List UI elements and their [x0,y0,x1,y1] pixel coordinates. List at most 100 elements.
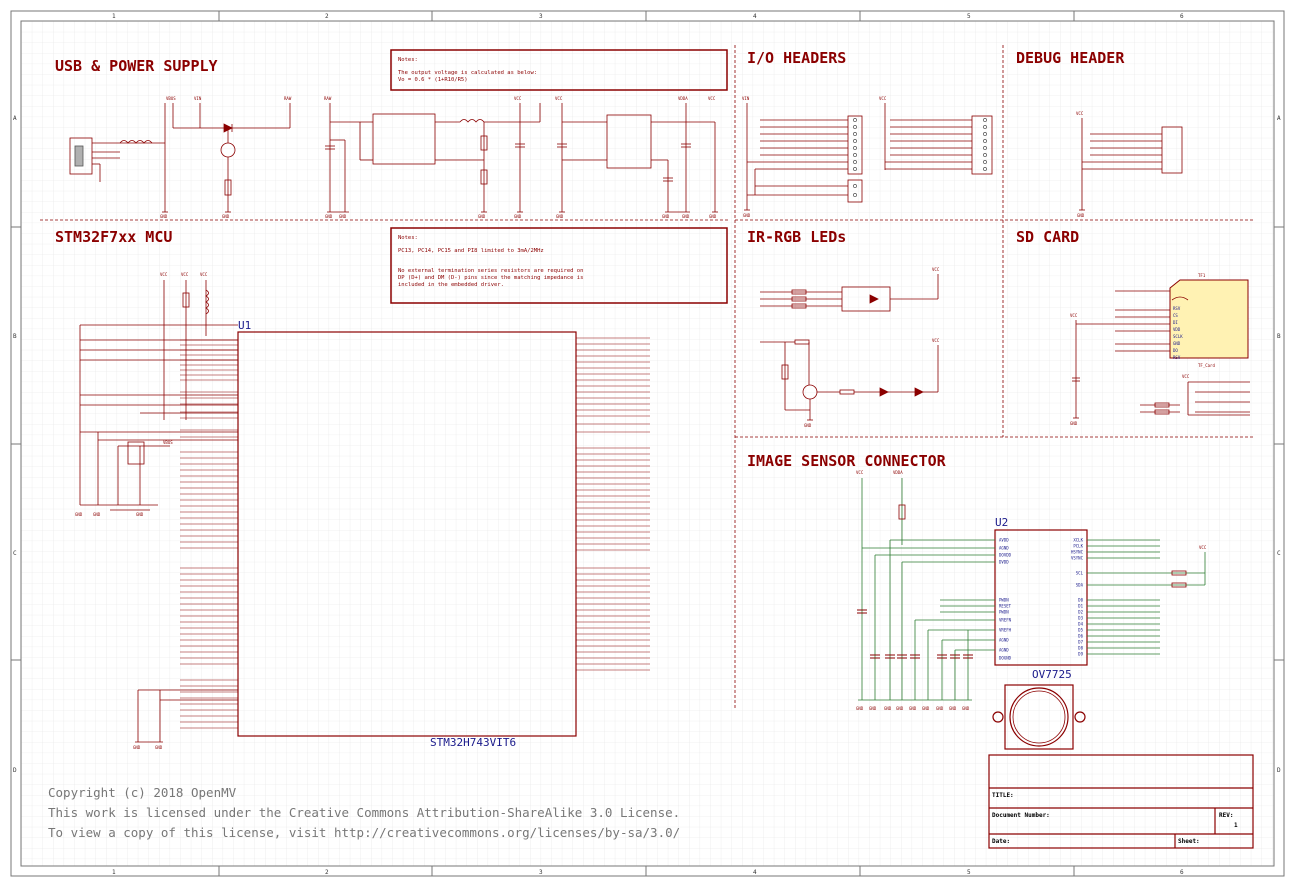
debug-header-circuit [1079,118,1183,211]
gnd-label: GND [1077,213,1085,218]
column-label: 6 [1180,869,1184,876]
notes-line: No external termination series resistors… [398,268,583,274]
rev-value: 1 [1234,822,1238,829]
mcu-u1: U1 STM32H743VIT6 [237,319,577,749]
gnd-label: GND [662,214,670,219]
mcu-left-circuit [79,280,238,743]
column-label: 3 [539,13,543,20]
copyright-line: Copyright (c) 2018 OpenMV [48,785,237,800]
u2-right-pin-label: PCLK [1073,544,1083,549]
sensor-caps [857,609,973,659]
gnd-label: GND [896,706,904,711]
vbus-rail-label: VBUS [166,96,176,101]
tf1-ref: TF1 [1198,273,1206,278]
gnd-label: GND [856,706,864,711]
sd-pin-label: RSV [1173,306,1181,311]
row-label: A [1277,115,1281,122]
u2-right-pin-label: D9 [1078,652,1083,657]
gnd-label: GND [922,706,930,711]
u2-left-pin-label: DVDD [999,560,1009,565]
image-sensor-u2: U2 OV7725 [994,516,1088,681]
notes-line: PC13, PC14, PC15 and PI8 limited to 3mA/… [398,248,544,254]
gnd-label: GND [709,214,717,219]
notes-line: Notes: [398,57,418,63]
row-label: B [1277,333,1281,340]
u2-right-pin-label: D5 [1078,628,1083,633]
u2-right-pin-label: D1 [1078,604,1083,609]
u2-right-nets [1087,539,1160,655]
u2-left-pin-label: DOGND [999,656,1012,661]
vdda-rail-label: VDDA [678,96,688,101]
u2-right-pin-label: SCL [1076,571,1084,576]
u1-part-name: STM32H743VIT6 [430,736,516,749]
vcc-rail-label: VCC [932,338,940,343]
gnd-label: GND [869,706,877,711]
mcu-title: STM32F7xx MCU [55,228,172,246]
u2-part-name: OV7725 [1032,668,1072,681]
image-sensor-circuit [858,478,1206,701]
gnd-label: GND [478,214,486,219]
sd-card-circuit [1072,290,1250,419]
gnd-label: GND [936,706,944,711]
column-label: 5 [967,869,971,876]
u2-left-pin-label: AGND [999,546,1009,551]
gnd-label: GND [909,706,917,711]
u2-left-pin-label: AGND [999,648,1009,653]
gnd-label: GND [339,214,347,219]
vcc-rail-label: VCC [856,470,864,475]
u1-pin-lines [180,337,650,729]
u2-left-pin-label: PWDN [999,598,1009,603]
debug-header-title: DEBUG HEADER [1016,49,1125,67]
tf1-part-name: TF_Card [1198,363,1215,368]
vin-rail-label: VIN [194,96,202,101]
row-label: B [13,333,17,340]
sd-pin-label: VDD [1173,327,1181,332]
gnd-label: GND [222,214,230,219]
vcc-rail-label: VCC [181,272,189,277]
u2-left-pin-label: VREFH [999,628,1012,633]
vin-rail-label: VIN [742,96,750,101]
io-headers-title: I/O HEADERS [747,49,846,67]
title-block [988,754,1254,849]
u2-right-pin-label: SDA [1076,583,1084,588]
sd-pin-label: DI [1173,320,1178,325]
gnd-label: GND [75,512,83,517]
column-label: 6 [1180,13,1184,20]
column-label: 4 [753,13,757,20]
sd-pin-label: DO [1173,348,1178,353]
u2-right-pin-label: D0 [1078,598,1083,603]
gnd-label: GND [93,512,101,517]
ir-rgb-title: IR-RGB LEDs [747,228,846,246]
gnd-label: GND [884,706,892,711]
gnd-label: GND [325,214,333,219]
gnd-label: GND [136,512,144,517]
section-dividers [40,45,1255,710]
u2-right-pin-label: D2 [1078,610,1083,615]
column-label: 1 [112,869,116,876]
notes-line: Notes: [398,235,418,241]
vcc-rail-label: VCC [514,96,522,101]
u2-right-pin-label: D6 [1078,634,1083,639]
sd-card-title: SD CARD [1016,228,1079,246]
notes-line: Vo = 0.6 * (1+R10/R5) [398,77,468,83]
row-label: A [13,115,17,122]
camera-lens [992,684,1086,750]
doc-number-label: Document Number: [992,812,1050,819]
u1-ref: U1 [238,319,251,332]
sd-card: TF1 TF_Card [1169,273,1249,368]
image-sensor-title: IMAGE SENSOR CONNECTOR [747,452,947,470]
row-label: D [13,767,17,774]
vcc-rail-label: VCC [708,96,716,101]
u2-ref: U2 [995,516,1008,529]
gnd-label: GND [155,745,163,750]
date-label: Date: [992,838,1010,845]
rev-label: REV: [1219,812,1233,819]
license-url-line: To view a copy of this license, visit ht… [48,825,680,840]
sd-pin-label: RSV [1173,355,1181,360]
gnd-label: GND [1070,421,1078,426]
vcc-rail-label: VCC [200,272,208,277]
column-label: 5 [967,13,971,20]
u2-right-pin-label: D3 [1078,616,1083,621]
power-notes-box: Notes: The output voltage is calculated … [390,49,728,91]
